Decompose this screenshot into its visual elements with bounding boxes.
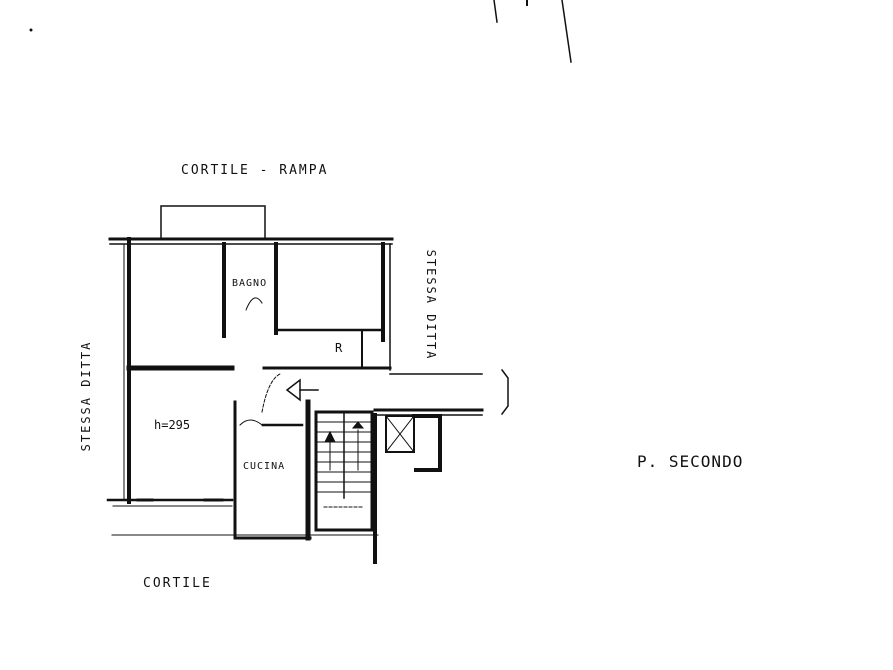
stray-mark <box>493 0 498 23</box>
label-stessa-ditta-left: STESSA DITTA <box>79 340 93 452</box>
entrance-arrow <box>285 378 301 402</box>
elevator-enclosure <box>412 414 442 472</box>
stray-dot <box>29 28 33 32</box>
window-sills <box>136 237 362 502</box>
balcony-rectangle <box>160 205 266 240</box>
label-floor: P. SECONDO <box>637 452 744 471</box>
label-ripostiglio: R <box>335 341 343 355</box>
elevator-shaft <box>385 415 415 453</box>
stair-arrow-down-head <box>351 421 365 429</box>
door-swing-entrance <box>261 373 281 413</box>
stray-mark <box>561 0 572 63</box>
label-cortile-rampa: CORTILE - RAMPA <box>181 163 329 178</box>
stair-arrow-up-head <box>324 430 336 443</box>
label-ceiling-height: h=295 <box>154 418 191 432</box>
door-swing-kitchen <box>239 419 263 426</box>
label-bagno: BAGNO <box>232 278 268 289</box>
entrance-bracket <box>500 368 509 416</box>
label-cortile: CORTILE <box>143 576 212 591</box>
label-stessa-ditta-right: STESSA DITTA <box>424 249 438 361</box>
elevator-cross-2 <box>385 415 415 453</box>
door-swing-bagno <box>245 297 263 311</box>
label-cucina: CUCINA <box>243 461 286 472</box>
